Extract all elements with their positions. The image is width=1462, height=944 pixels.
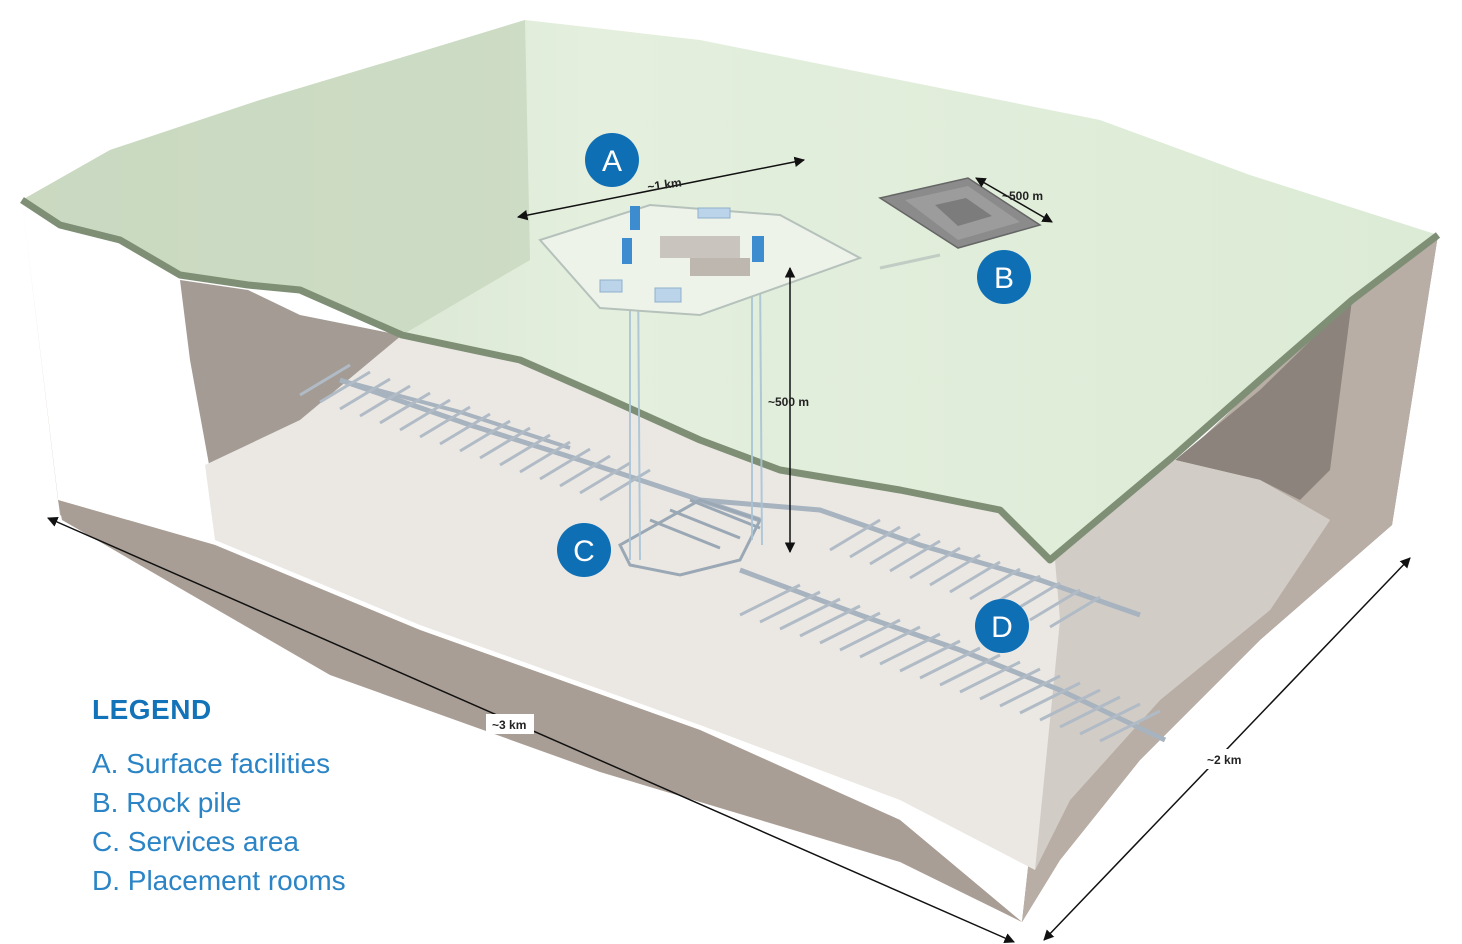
cavity-back-wall-right xyxy=(1175,300,1352,500)
badge-a-label: A xyxy=(602,145,622,178)
badge-c: C xyxy=(557,523,611,577)
legend-item-surface-facilities: A. Surface facilities xyxy=(92,748,331,779)
surface-facilities xyxy=(538,203,941,317)
legend-list: A. Surface facilities B. Rock pile C. Se… xyxy=(92,744,346,900)
badge-a: A xyxy=(585,133,639,187)
badge-c-label: C xyxy=(573,535,595,568)
legend-item-placement-rooms: D. Placement rooms xyxy=(92,865,346,896)
legend: LEGEND A. Surface facilities B. Rock pil… xyxy=(92,694,346,900)
vertical-shafts xyxy=(629,269,763,561)
badge-d: D xyxy=(975,599,1029,653)
badge-d-label: D xyxy=(991,611,1013,644)
dimension-arrow-surface xyxy=(516,156,806,221)
dimension-label-width: ~2 km xyxy=(1207,753,1241,767)
dimension-label-length: ~3 km xyxy=(492,718,526,732)
dimension-arrow-rock-pile xyxy=(975,177,1053,223)
dimension-label-rock-pile: ~500 m xyxy=(1002,189,1043,203)
legend-item-services-area: C. Services area xyxy=(92,826,299,857)
dimension-label-width-bg xyxy=(1203,749,1251,769)
legend-title: LEGEND xyxy=(92,694,212,725)
legend-item-rock-pile: B. Rock pile xyxy=(92,787,242,818)
badge-b: B xyxy=(977,250,1031,304)
badge-b-label: B xyxy=(994,262,1014,295)
dimension-label-length-bg xyxy=(486,714,534,734)
dimension-label-surface: ~1 km xyxy=(646,175,682,194)
ground-surface-edge xyxy=(20,197,1441,564)
dimension-label-depth: ~500 m xyxy=(768,395,809,409)
